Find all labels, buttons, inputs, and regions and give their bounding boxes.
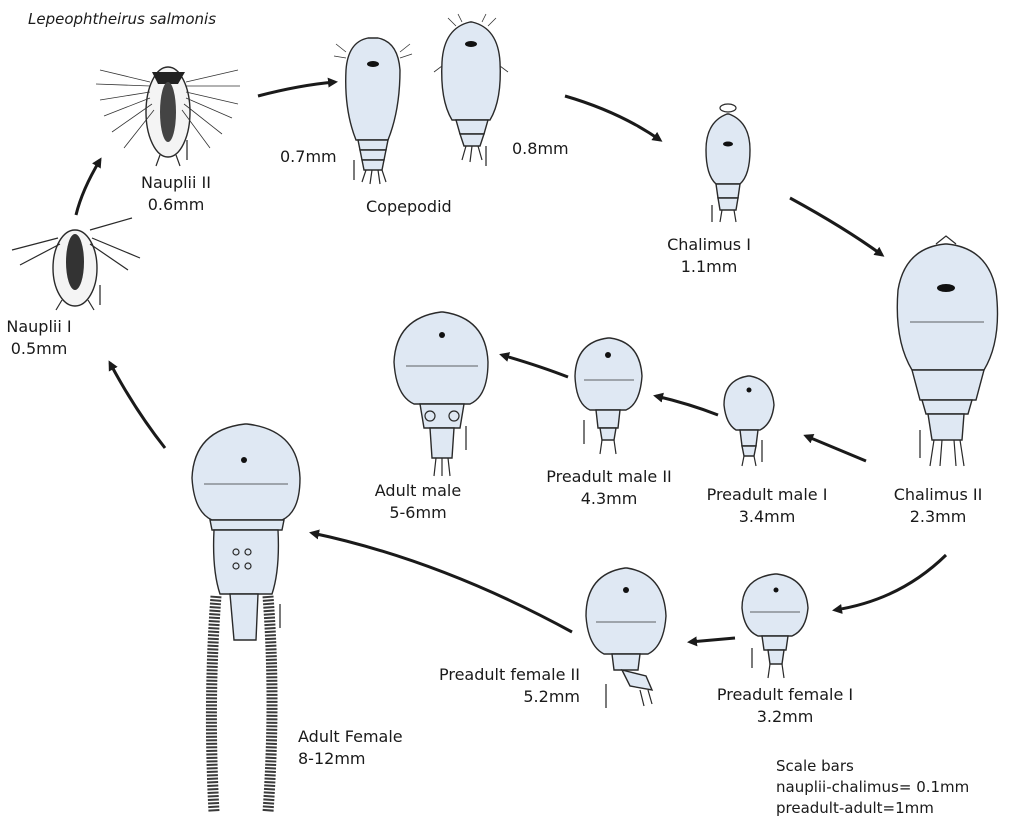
preadult-female-1-name: Preadult female I	[698, 684, 872, 706]
label-adult-male: Adult male 5-6mm	[370, 480, 466, 524]
diagram-title: Lepeophtheirus salmonis	[28, 8, 216, 30]
preadult-male-2-drawing	[575, 338, 642, 454]
nauplii-2-size: 0.6mm	[126, 194, 226, 216]
scale-note-line-1: nauplii-chalimus= 0.1mm	[776, 777, 969, 798]
label-nauplii-1: Nauplii I 0.5mm	[6, 316, 72, 360]
scale-note-heading: Scale bars	[776, 756, 969, 777]
copepodid-size-b: 0.8mm	[512, 138, 569, 160]
arrow-chalimus2-to-preadult-male1	[806, 436, 866, 461]
preadult-male-1-name: Preadult male I	[692, 484, 842, 506]
nauplii-1-size: 0.5mm	[6, 338, 72, 360]
preadult-female-1-size: 3.2mm	[698, 706, 872, 728]
arrow-copepodid-to-chalimus1	[565, 96, 660, 140]
adult-male-drawing	[394, 312, 488, 476]
arrow-nauplii2-to-copepodid	[258, 82, 335, 96]
adult-female-drawing	[192, 424, 300, 812]
arrow-adult-female-to-nauplii1	[110, 363, 165, 448]
label-preadult-male-1: Preadult male I 3.4mm	[692, 484, 842, 528]
scale-bar-note: Scale bars nauplii-chalimus= 0.1mm pread…	[776, 756, 969, 819]
preadult-male-1-drawing	[724, 376, 774, 466]
adult-male-size: 5-6mm	[370, 502, 466, 524]
label-chalimus-2: Chalimus II 2.3mm	[882, 484, 994, 528]
scale-note-line-2: preadult-adult=1mm	[776, 798, 969, 819]
arrow-nauplii1-to-nauplii2	[76, 160, 100, 215]
arrow-preadult-male1-to-male2	[656, 396, 718, 415]
copepodid-name: Copepodid	[366, 196, 452, 218]
preadult-male-1-size: 3.4mm	[692, 506, 842, 528]
arrow-preadult-female1-to-female2	[690, 638, 735, 642]
arrow-chalimus1-to-chalimus2	[790, 198, 882, 255]
copepodid-b-drawing	[434, 14, 508, 166]
cycle-arrows	[76, 82, 946, 642]
preadult-male-2-size: 4.3mm	[530, 488, 688, 510]
chalimus-1-size: 1.1mm	[656, 256, 762, 278]
nauplii-1-drawing	[12, 218, 140, 310]
preadult-female-2-name: Preadult female II	[406, 664, 580, 686]
preadult-male-2-name: Preadult male II	[530, 466, 688, 488]
chalimus-2-size: 2.3mm	[882, 506, 994, 528]
copepodid-size-a: 0.7mm	[280, 146, 337, 168]
preadult-female-2-drawing	[586, 568, 666, 708]
label-adult-female: Adult Female 8-12mm	[298, 726, 403, 770]
adult-female-size: 8-12mm	[298, 748, 403, 770]
label-nauplii-2: Nauplii II 0.6mm	[126, 172, 226, 216]
preadult-female-2-size: 5.2mm	[406, 686, 580, 708]
nauplii-2-name: Nauplii II	[126, 172, 226, 194]
copepodid-a-drawing	[334, 38, 412, 184]
label-preadult-male-2: Preadult male II 4.3mm	[530, 466, 688, 510]
nauplii-2-drawing	[96, 67, 240, 166]
label-preadult-female-1: Preadult female I 3.2mm	[698, 684, 872, 728]
chalimus-2-name: Chalimus II	[882, 484, 994, 506]
arrow-preadult-female2-to-adult-female	[312, 533, 572, 632]
label-chalimus-1: Chalimus I 1.1mm	[656, 234, 762, 278]
chalimus-2-drawing	[897, 236, 997, 466]
label-preadult-female-2: Preadult female II 5.2mm	[406, 664, 580, 708]
arrow-preadult-male2-to-adult-male	[502, 355, 568, 377]
nauplii-1-name: Nauplii I	[6, 316, 72, 338]
chalimus-1-drawing	[706, 104, 750, 222]
adult-female-name: Adult Female	[298, 726, 403, 748]
adult-male-name: Adult male	[370, 480, 466, 502]
chalimus-1-name: Chalimus I	[656, 234, 762, 256]
arrow-chalimus2-to-preadult-female1	[835, 555, 946, 610]
preadult-female-1-drawing	[742, 574, 808, 678]
